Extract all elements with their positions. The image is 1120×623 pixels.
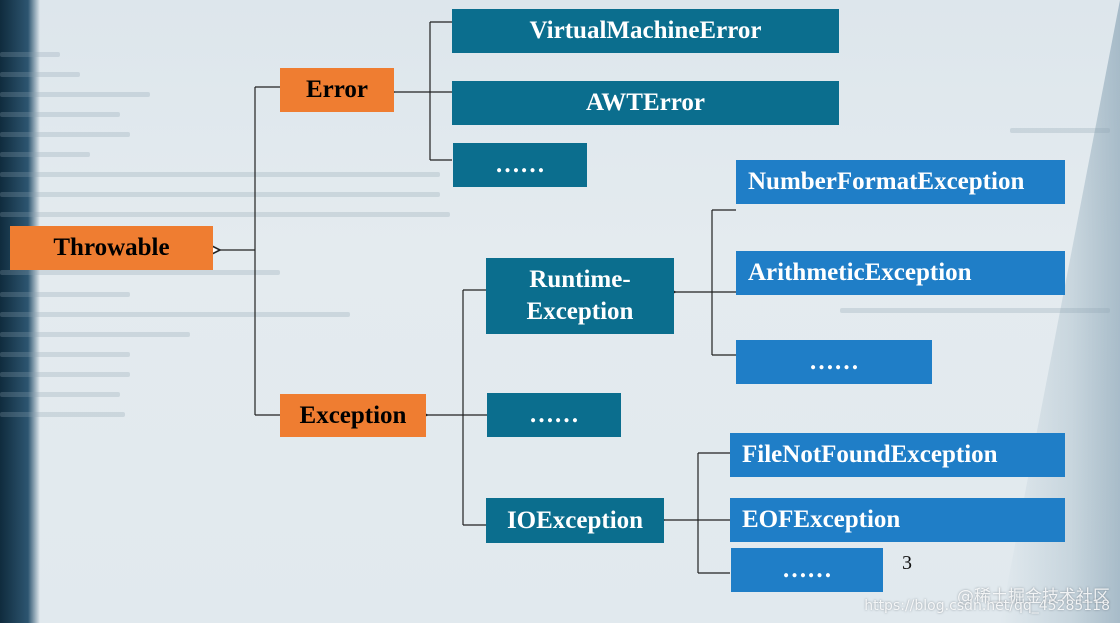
- background-code-line: [0, 92, 150, 97]
- background-code-line: [0, 312, 350, 317]
- node-label: Runtime- Exception: [526, 266, 634, 325]
- node-label: FileNotFoundException: [742, 441, 998, 468]
- watermark-site: @稀土掘金技术社区: [957, 587, 1110, 607]
- node-awterror: AWTError: [452, 81, 839, 125]
- node-error: Error: [280, 68, 394, 112]
- node-label: EOFException: [742, 506, 901, 533]
- node-runtimeexception: Runtime- Exception: [486, 258, 674, 334]
- background-code-line: [0, 392, 120, 397]
- background-code-line: [0, 292, 130, 297]
- node-label: Exception: [299, 401, 407, 429]
- background-code-line: [0, 112, 120, 117]
- node-label: NumberFormatException: [748, 168, 1025, 195]
- node-io-ellipsis: ……: [731, 548, 883, 592]
- node-label: ……: [529, 401, 579, 428]
- node-virtualmachineerror: VirtualMachineError: [452, 9, 839, 53]
- background-code-line: [0, 152, 90, 157]
- background-code-line: [0, 352, 130, 357]
- node-error-ellipsis: ……: [453, 143, 587, 187]
- node-exception: Exception: [280, 394, 426, 437]
- background-code-line: [0, 132, 130, 137]
- background-code-line: [0, 270, 280, 275]
- background-code-line: [0, 192, 440, 197]
- node-arithmeticexception: ArithmeticException: [736, 251, 1065, 295]
- node-label: VirtualMachineError: [529, 17, 762, 44]
- background-code-line: [0, 52, 60, 57]
- background-code-line: [0, 72, 80, 77]
- node-filenotfoundexception: FileNotFoundException: [730, 433, 1065, 477]
- background-code-line: [0, 172, 440, 177]
- node-runtime-ellipsis: ……: [736, 340, 932, 384]
- node-label: ArithmeticException: [748, 259, 972, 286]
- node-label: IOException: [506, 506, 644, 534]
- background-code-line: [0, 412, 125, 417]
- node-throwable: Throwable: [10, 226, 213, 270]
- watermark-url: https://blog.csdn.net/qq_45285118: [864, 598, 1110, 614]
- page-number: 3: [902, 552, 912, 574]
- node-ioexception: IOException: [486, 498, 664, 543]
- background-code-line: [0, 212, 450, 217]
- background-code-line: [840, 308, 1110, 313]
- node-label: Throwable: [53, 234, 170, 261]
- node-numberformatexception: NumberFormatException: [736, 160, 1065, 204]
- background-code-line: [0, 372, 130, 377]
- node-label: AWTError: [586, 89, 705, 116]
- node-exception-ellipsis: ……: [487, 393, 621, 437]
- node-label: ……: [782, 556, 832, 583]
- node-eofexception: EOFException: [730, 498, 1065, 542]
- node-label: Error: [305, 76, 368, 103]
- node-label: ……: [809, 348, 859, 375]
- background-code-line: [1010, 128, 1110, 133]
- background-code-line: [0, 332, 190, 337]
- node-label: ……: [495, 151, 545, 178]
- background-left-panel: [0, 0, 40, 623]
